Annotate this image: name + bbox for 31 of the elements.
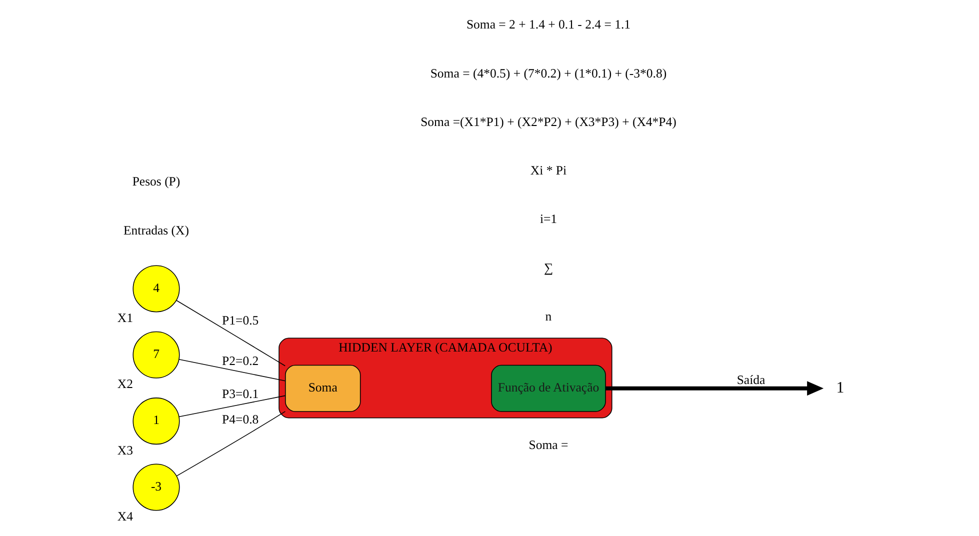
node-label: X3	[117, 443, 133, 458]
edge-label: P1=0.5	[222, 313, 259, 328]
node-box: Função de Ativação	[491, 364, 606, 412]
label: Soma =(X1*P1) + (X2*P2) + (X3*P3) + (X4*P4)	[420, 114, 676, 129]
label: i=1	[540, 212, 558, 226]
edge-label: P2=0.2	[222, 354, 259, 368]
connector	[176, 300, 286, 366]
edge-label: Saída	[736, 373, 766, 388]
label: Pesos (P)	[132, 174, 180, 189]
connector	[178, 358, 286, 382]
connector	[178, 395, 286, 418]
node-circle: 1	[132, 398, 180, 445]
node-text: 1	[836, 379, 844, 396]
edge-label: P4=0.8	[222, 412, 259, 426]
node-label: X2	[117, 377, 133, 392]
label: Xi * Pi	[530, 164, 567, 178]
label: n	[545, 309, 552, 324]
label: Entradas (X)	[124, 223, 190, 238]
node-circle: 4	[132, 265, 180, 312]
label: Soma = 2 + 1.4 + 0.1 - 2.4 = 1.1	[466, 18, 631, 32]
label: Soma = (4*0.5) + (7*0.2) + (1*0.1) + (-3*0.8)	[430, 66, 667, 80]
node-box: Soma	[285, 364, 361, 412]
node-circle: 7	[132, 331, 180, 378]
node-label: X4	[117, 510, 133, 524]
arrow	[606, 381, 824, 396]
node-circle: -3	[132, 464, 180, 511]
node-label: X1	[117, 311, 133, 326]
label: Soma =	[528, 438, 568, 452]
connector	[176, 411, 286, 476]
label: ∑	[544, 260, 554, 275]
edge-label: P3=0.1	[222, 386, 259, 401]
